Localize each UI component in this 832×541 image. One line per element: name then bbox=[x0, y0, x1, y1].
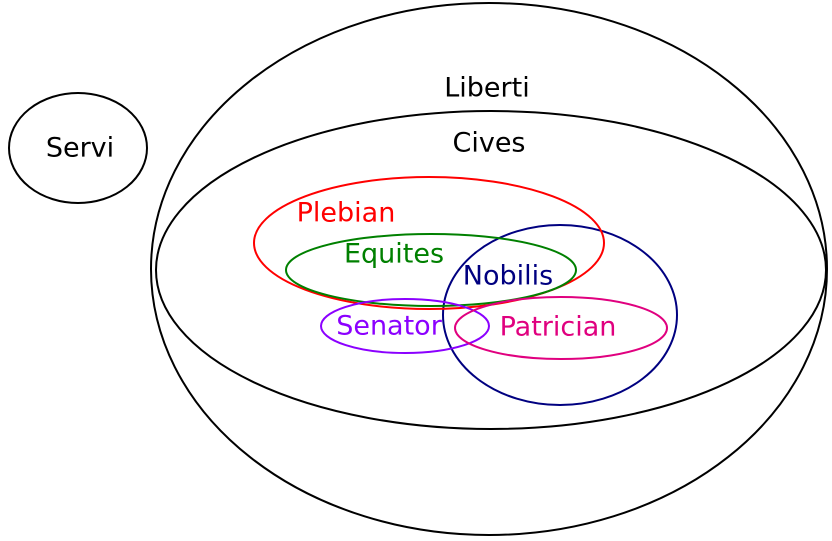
nobilis-ellipse bbox=[442, 224, 678, 406]
senator-label: Senator bbox=[336, 311, 443, 342]
cives-ellipse bbox=[155, 110, 827, 430]
liberti-label: Liberti bbox=[444, 73, 529, 104]
plebian-label: Plebian bbox=[297, 198, 396, 229]
cives-label: Cives bbox=[452, 128, 525, 159]
servi-label: Servi bbox=[46, 133, 114, 164]
plebian-ellipse bbox=[253, 176, 605, 310]
servi-ellipse bbox=[8, 92, 148, 204]
patrician-label: Patrician bbox=[500, 312, 617, 343]
equites-label: Equites bbox=[344, 239, 444, 270]
liberti-ellipse bbox=[150, 2, 828, 536]
senator-ellipse bbox=[320, 298, 490, 354]
patrician-ellipse bbox=[454, 296, 668, 360]
equites-ellipse bbox=[285, 233, 577, 307]
nobilis-label: Nobilis bbox=[463, 261, 553, 292]
